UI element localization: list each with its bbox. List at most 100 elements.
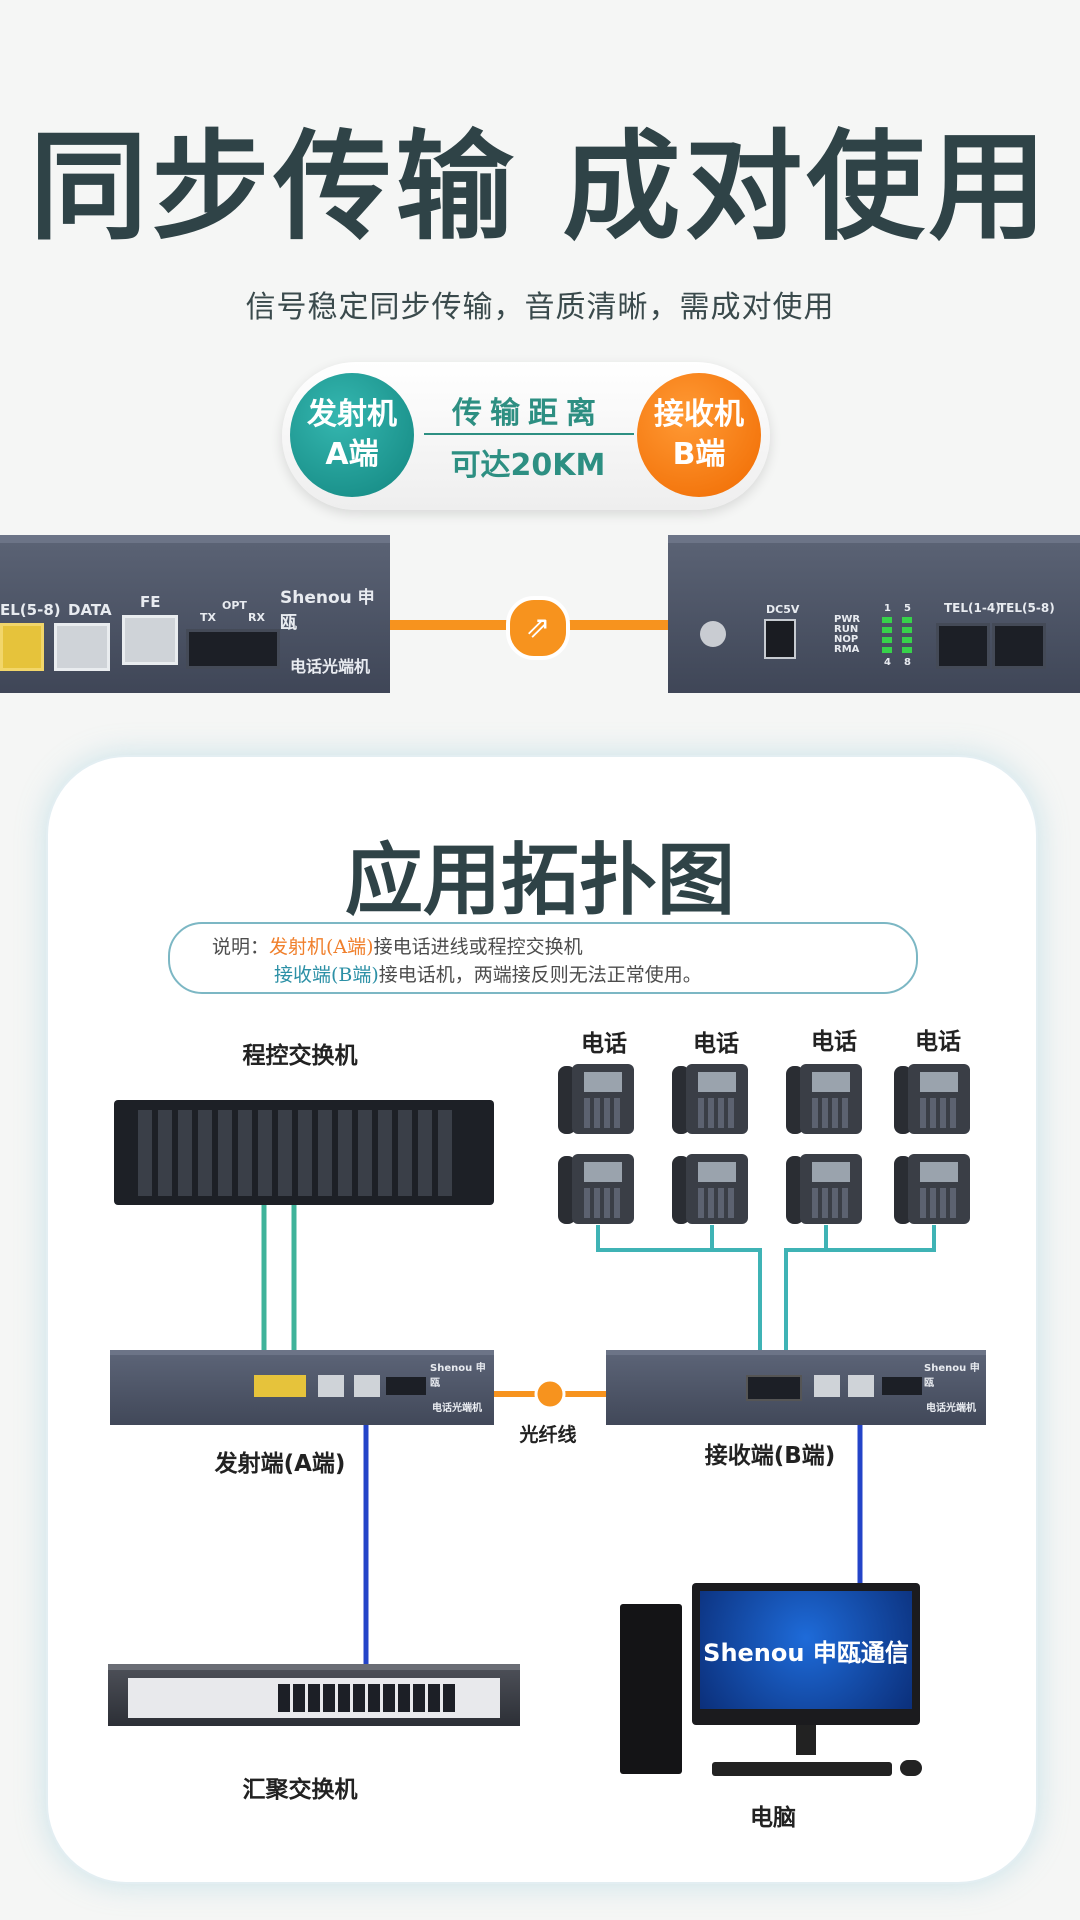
tel-port-1	[936, 623, 990, 669]
monitor-brand: Shenou 申瓯通信	[703, 1639, 909, 1667]
aggregation-switch	[108, 1664, 520, 1726]
computer-label: 电脑	[750, 1805, 796, 1831]
port-label-tel14: TEL(1-4)	[944, 601, 1001, 615]
transmitter-badge-line1: 发射机	[307, 397, 397, 432]
usage-note-line2: 接收端(B端)接电话机，两端接反则无法正常使用。	[274, 960, 702, 987]
data-port-small	[318, 1375, 344, 1397]
transmitter-label: 发射端(A端)	[214, 1451, 346, 1477]
pbx-slot	[258, 1110, 272, 1196]
small-model-b: 电话光端机	[926, 1403, 976, 1414]
receiver-badge: 接收机 B端	[637, 373, 761, 497]
pbx-slot	[418, 1110, 432, 1196]
pbx-slot	[318, 1110, 332, 1196]
pbx-slot	[298, 1110, 312, 1196]
note-receiver: 接收端(B端)	[274, 964, 379, 986]
receiver-device: Shenou 申瓯 电话光端机	[606, 1350, 986, 1425]
desk-phone	[786, 1148, 862, 1226]
desk-phone	[558, 1148, 634, 1226]
note-prefix: 说明：	[212, 936, 270, 958]
pbx-slot	[438, 1110, 452, 1196]
optical-port-small	[386, 1377, 426, 1395]
distance-label: 传输距离	[452, 396, 604, 431]
phone-label-1: 电话	[581, 1031, 627, 1057]
desk-phone	[672, 1058, 748, 1136]
transmitter-device: Shenou 申瓯 电话光端机	[110, 1350, 494, 1425]
desk-phone	[894, 1058, 970, 1136]
port-label-fe: FE	[140, 593, 161, 611]
phone-wire-4	[826, 1225, 936, 1252]
transmitter-device-photo: EL(5-8) DATA FE TX OPT RX Shenou 申瓯 电话光端…	[0, 535, 390, 693]
led-num-5: 5	[904, 603, 911, 614]
computer-monitor: Shenou 申瓯通信	[692, 1583, 920, 1725]
fiber-label: 光纤线	[519, 1424, 577, 1446]
port-label-tel58-right: TEL(5-8)	[998, 601, 1055, 615]
desk-phone	[786, 1058, 862, 1136]
led-num-4: 4	[884, 657, 891, 668]
small-model: 电话光端机	[432, 1403, 482, 1414]
desk-phone	[672, 1148, 748, 1226]
phone-wire-3	[784, 1225, 828, 1390]
power-jack	[764, 619, 796, 659]
mouse	[900, 1760, 922, 1776]
fe-port-small-b	[848, 1375, 874, 1397]
monitor-stand	[796, 1725, 816, 1755]
topology-title: 应用拓扑图	[344, 836, 735, 926]
fe-port-small	[354, 1375, 380, 1397]
led-label-nop: NOP	[834, 634, 859, 645]
led-column-1	[882, 617, 892, 653]
note-transmitter-text: 接电话进线或程控交换机	[373, 936, 583, 958]
pbx-slot	[218, 1110, 232, 1196]
port-label-data: DATA	[68, 601, 112, 619]
data-port-small-b	[814, 1375, 840, 1397]
pbx-slot	[198, 1110, 212, 1196]
transmitter-badge-line2: A端	[325, 437, 379, 472]
note-transmitter: 发射机(A端)	[269, 936, 374, 958]
optical-port	[186, 629, 280, 669]
port-label-tel58: EL(5-8)	[0, 601, 61, 619]
phone-wire-1	[596, 1225, 762, 1390]
small-brand-b: Shenou 申瓯	[924, 1363, 980, 1389]
usage-note: 说明：发射机(A端)接电话进线或程控交换机 接收端(B端)接电话机，两端接反则无…	[168, 922, 918, 994]
optical-port-small-b	[882, 1377, 922, 1395]
pbx-slot	[158, 1110, 172, 1196]
led-column-2	[902, 617, 912, 653]
hero-subtitle: 信号稳定同步传输，音质清晰，需成对使用	[245, 290, 835, 325]
distance-value: 可达20KM	[450, 448, 606, 483]
tel-ports-black	[746, 1375, 802, 1401]
transmitter-badge: 发射机 A端	[290, 373, 414, 497]
desk-phone	[894, 1148, 970, 1226]
led-label-run: RUN	[834, 624, 859, 635]
switch-ports	[278, 1684, 458, 1712]
pbx-slot	[398, 1110, 412, 1196]
receiver-label: 接收端(B端)	[704, 1443, 836, 1469]
tel-port-2	[992, 623, 1046, 669]
hero-title: 同步传输 成对使用	[29, 118, 1051, 256]
brand-logo: Shenou 申瓯	[280, 588, 375, 633]
computer-tower	[620, 1604, 682, 1774]
led-num-1: 1	[884, 603, 891, 614]
rx-label: RX	[248, 611, 265, 624]
desk-phone	[558, 1058, 634, 1136]
transfer-arrows-icon: ⇗	[506, 596, 570, 660]
ground-screw-icon	[700, 621, 726, 647]
pbx-slot	[138, 1110, 152, 1196]
tx-label: TX	[200, 611, 216, 624]
fiber-icon	[534, 1378, 566, 1410]
aggregation-switch-label: 汇聚交换机	[242, 1777, 358, 1803]
led-num-8: 8	[904, 657, 911, 668]
pbx-slot	[278, 1110, 292, 1196]
small-brand: Shenou 申瓯	[430, 1363, 486, 1389]
device-model-label: 电话光端机	[290, 657, 371, 676]
led-label-pwr: PWR	[834, 614, 861, 625]
phone-label-4: 电话	[915, 1029, 961, 1055]
fe-port	[122, 615, 178, 665]
pbx-slot	[178, 1110, 192, 1196]
keyboard	[712, 1762, 892, 1776]
pbx-slot	[338, 1110, 352, 1196]
receiver-badge-line1: 接收机	[654, 397, 744, 432]
note-receiver-text: 接电话机，两端接反则无法正常使用。	[378, 964, 702, 986]
data-port	[54, 623, 110, 671]
power-label: DC5V	[766, 603, 800, 616]
phone-label-2: 电话	[693, 1031, 739, 1057]
